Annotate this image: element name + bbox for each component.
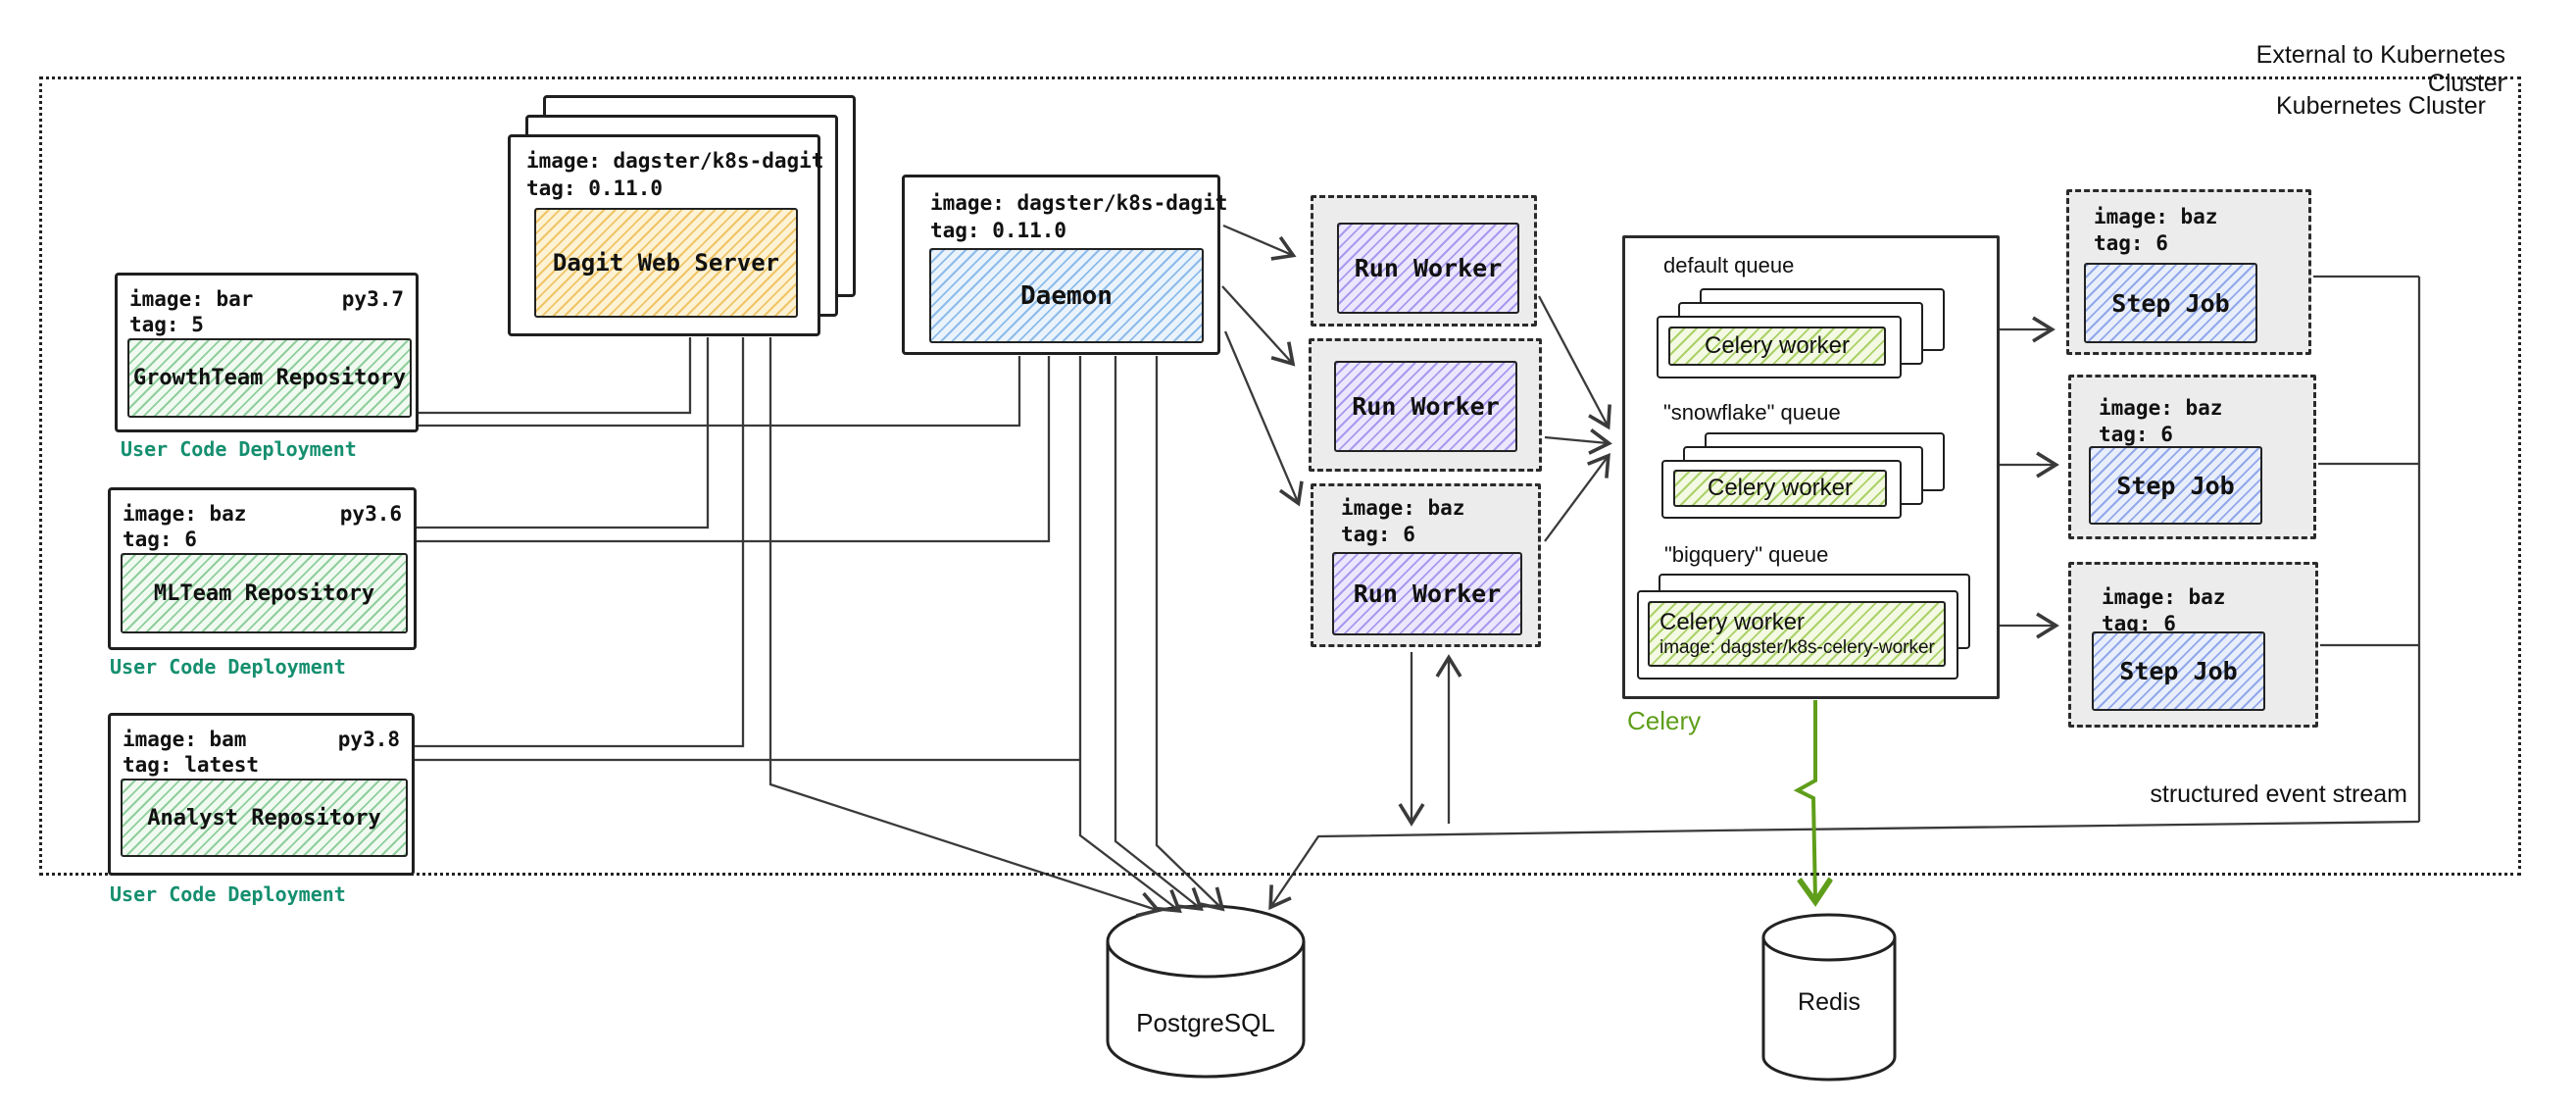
wire-ml-dagit: [417, 337, 710, 529]
wire-daemon-postgres2: [1114, 356, 1204, 912]
deployment-python: py3.7: [341, 287, 404, 311]
wire-growth-daemon: [419, 356, 1021, 428]
step-job-label: Step Job: [2111, 288, 2230, 318]
deployment-caption: User Code Deployment: [110, 882, 346, 906]
deployment-tag: tag: latest: [123, 753, 260, 777]
wire-event-stream: [1268, 820, 2420, 911]
repository-box: Analyst Repository: [121, 779, 408, 857]
deployment-python: py3.6: [339, 502, 402, 526]
dagit-label: Dagit Web Server: [552, 249, 780, 277]
deployment-image: image: baz: [123, 502, 247, 526]
deployment-tag: tag: 6: [123, 528, 197, 551]
run-worker-label: Run Worker: [1354, 254, 1503, 282]
celery-worker-label: Celery worker: [1660, 608, 1806, 635]
step-job-pod-2: image: baz tag: 6 Step Job: [2068, 375, 2316, 539]
postgres-label: PostgreSQL: [1136, 1008, 1275, 1037]
daemon-image: image: dagster/k8s-dagit: [930, 191, 1228, 215]
daemon-tag: tag: 0.11.0: [930, 219, 1067, 242]
wire-analyst-dagit: [415, 337, 745, 748]
step-job-label: Step Job: [2116, 471, 2235, 500]
step-job-image: image: baz: [2094, 205, 2218, 228]
celery-worker-box: Celery worker: [1673, 470, 1887, 507]
celery-worker-box: Celery worker: [1668, 327, 1886, 366]
arrow-rw2-celery: [1544, 428, 1612, 455]
queue-label-default: default queue: [1663, 253, 1795, 277]
run-worker-box: Run Worker: [1332, 552, 1522, 635]
daemon-label: Daemon: [1020, 280, 1113, 311]
celery-worker-box: Celery worker image: dagster/k8s-celery-…: [1648, 601, 1946, 667]
step-job-label: Step Job: [2119, 657, 2238, 685]
run-worker-tag: tag: 6: [1341, 523, 1415, 546]
deployment-growthteam: image: bar py3.7 tag: 5 GrowthTeam Repos…: [115, 273, 419, 432]
deployment-caption: User Code Deployment: [121, 437, 357, 461]
celery-worker-label: Celery worker: [1707, 475, 1854, 501]
arrow-rw1-celery: [1537, 295, 1611, 430]
celery-worker-label: Celery worker: [1704, 332, 1851, 359]
wire-dagit-postgres: [768, 337, 1162, 918]
arrow-rw3-celery: [1544, 453, 1610, 542]
step-job-tag: tag: 6: [2094, 231, 2168, 255]
repository-box: GrowthTeam Repository: [127, 338, 412, 418]
deployment-caption: User Code Deployment: [110, 655, 346, 679]
external-cluster-label: External to Kubernetes Cluster: [2255, 41, 2505, 97]
daemon: image: dagster/k8s-dagit tag: 0.11.0 Dae…: [902, 175, 1227, 355]
celery-worker-image: image: dagster/k8s-celery-worker: [1660, 636, 1935, 658]
wire-ml-daemon: [417, 356, 1051, 543]
run-worker-pod-1: Run Worker: [1311, 195, 1537, 327]
deployment-analyst: image: bam py3.8 tag: latest Analyst Rep…: [108, 713, 415, 876]
step-job-tag: tag: 6: [2099, 423, 2173, 446]
step-job-pod-1: image: baz tag: 6 Step Job: [2066, 189, 2311, 355]
dagit-server: image: dagster/k8s-dagit tag: 0.11.0 Dag…: [508, 134, 824, 336]
wire-daemon-postgres1: [1078, 356, 1182, 913]
queue-label-bigquery: "bigquery" queue: [1664, 542, 1829, 567]
celery-worker-snowflake: Celery worker: [1661, 460, 1902, 519]
run-worker-box: Run Worker: [1337, 223, 1519, 314]
step-job-box: Step Job: [2084, 263, 2257, 343]
repository-label: GrowthTeam Repository: [132, 366, 407, 390]
run-worker-pod-2: Run Worker: [1309, 338, 1542, 472]
kubernetes-cluster-boundary: [39, 76, 2521, 876]
redis-label: Redis: [1798, 988, 1860, 1016]
repository-box: MLTeam Repository: [121, 553, 408, 633]
daemon-box: Daemon: [929, 248, 1204, 343]
step-job-box: Step Job: [2089, 446, 2262, 525]
run-worker-image: image: baz: [1341, 496, 1465, 520]
arrow-daemon-rw2: [1221, 285, 1296, 367]
celery-worker-bigquery: Celery worker image: dagster/k8s-celery-…: [1637, 590, 1958, 680]
deployment-python: py3.8: [337, 728, 400, 751]
deployment-image: image: bam: [123, 728, 247, 751]
postgres-cylinder: [1106, 904, 1306, 1079]
deployment-mlteam: image: baz py3.6 tag: 6 MLTeam Repositor…: [108, 487, 417, 650]
repository-label: Analyst Repository: [147, 805, 381, 831]
run-worker-label: Run Worker: [1352, 392, 1500, 421]
step-job-pod-3: image: baz tag: 6 Step Job: [2068, 562, 2318, 728]
repository-label: MLTeam Repository: [153, 580, 375, 606]
kubernetes-cluster-label: Kubernetes Cluster: [2275, 92, 2486, 120]
step-job-box: Step Job: [2092, 631, 2265, 711]
run-worker-pod-3: image: baz tag: 6 Run Worker: [1311, 483, 1541, 647]
dagit-box: Dagit Web Server: [534, 208, 798, 318]
arrow-celery-redis: [1793, 700, 1815, 900]
dagit-image: image: dagster/k8s-dagit: [526, 149, 824, 173]
run-worker-box: Run Worker: [1334, 361, 1517, 452]
arrow-daemon-rw3: [1223, 330, 1304, 507]
wire-daemon-postgres3: [1155, 356, 1225, 912]
wire-growth-dagit: [419, 337, 692, 415]
queue-label-snowflake: "snowflake" queue: [1663, 400, 1841, 425]
deployment-tag: tag: 5: [129, 313, 204, 336]
event-stream-label: structured event stream: [2150, 781, 2407, 808]
deployment-image: image: bar: [129, 287, 254, 311]
step-job-image: image: baz: [2102, 585, 2226, 609]
celery-worker-default: Celery worker: [1657, 316, 1902, 378]
run-worker-label: Run Worker: [1353, 579, 1502, 608]
celery-label: Celery: [1627, 706, 1702, 735]
step-job-image: image: baz: [2099, 396, 2223, 420]
redis-cylinder: [1761, 913, 1897, 1082]
dagit-tag: tag: 0.11.0: [526, 176, 664, 200]
arrow-daemon-rw1: [1222, 224, 1297, 261]
